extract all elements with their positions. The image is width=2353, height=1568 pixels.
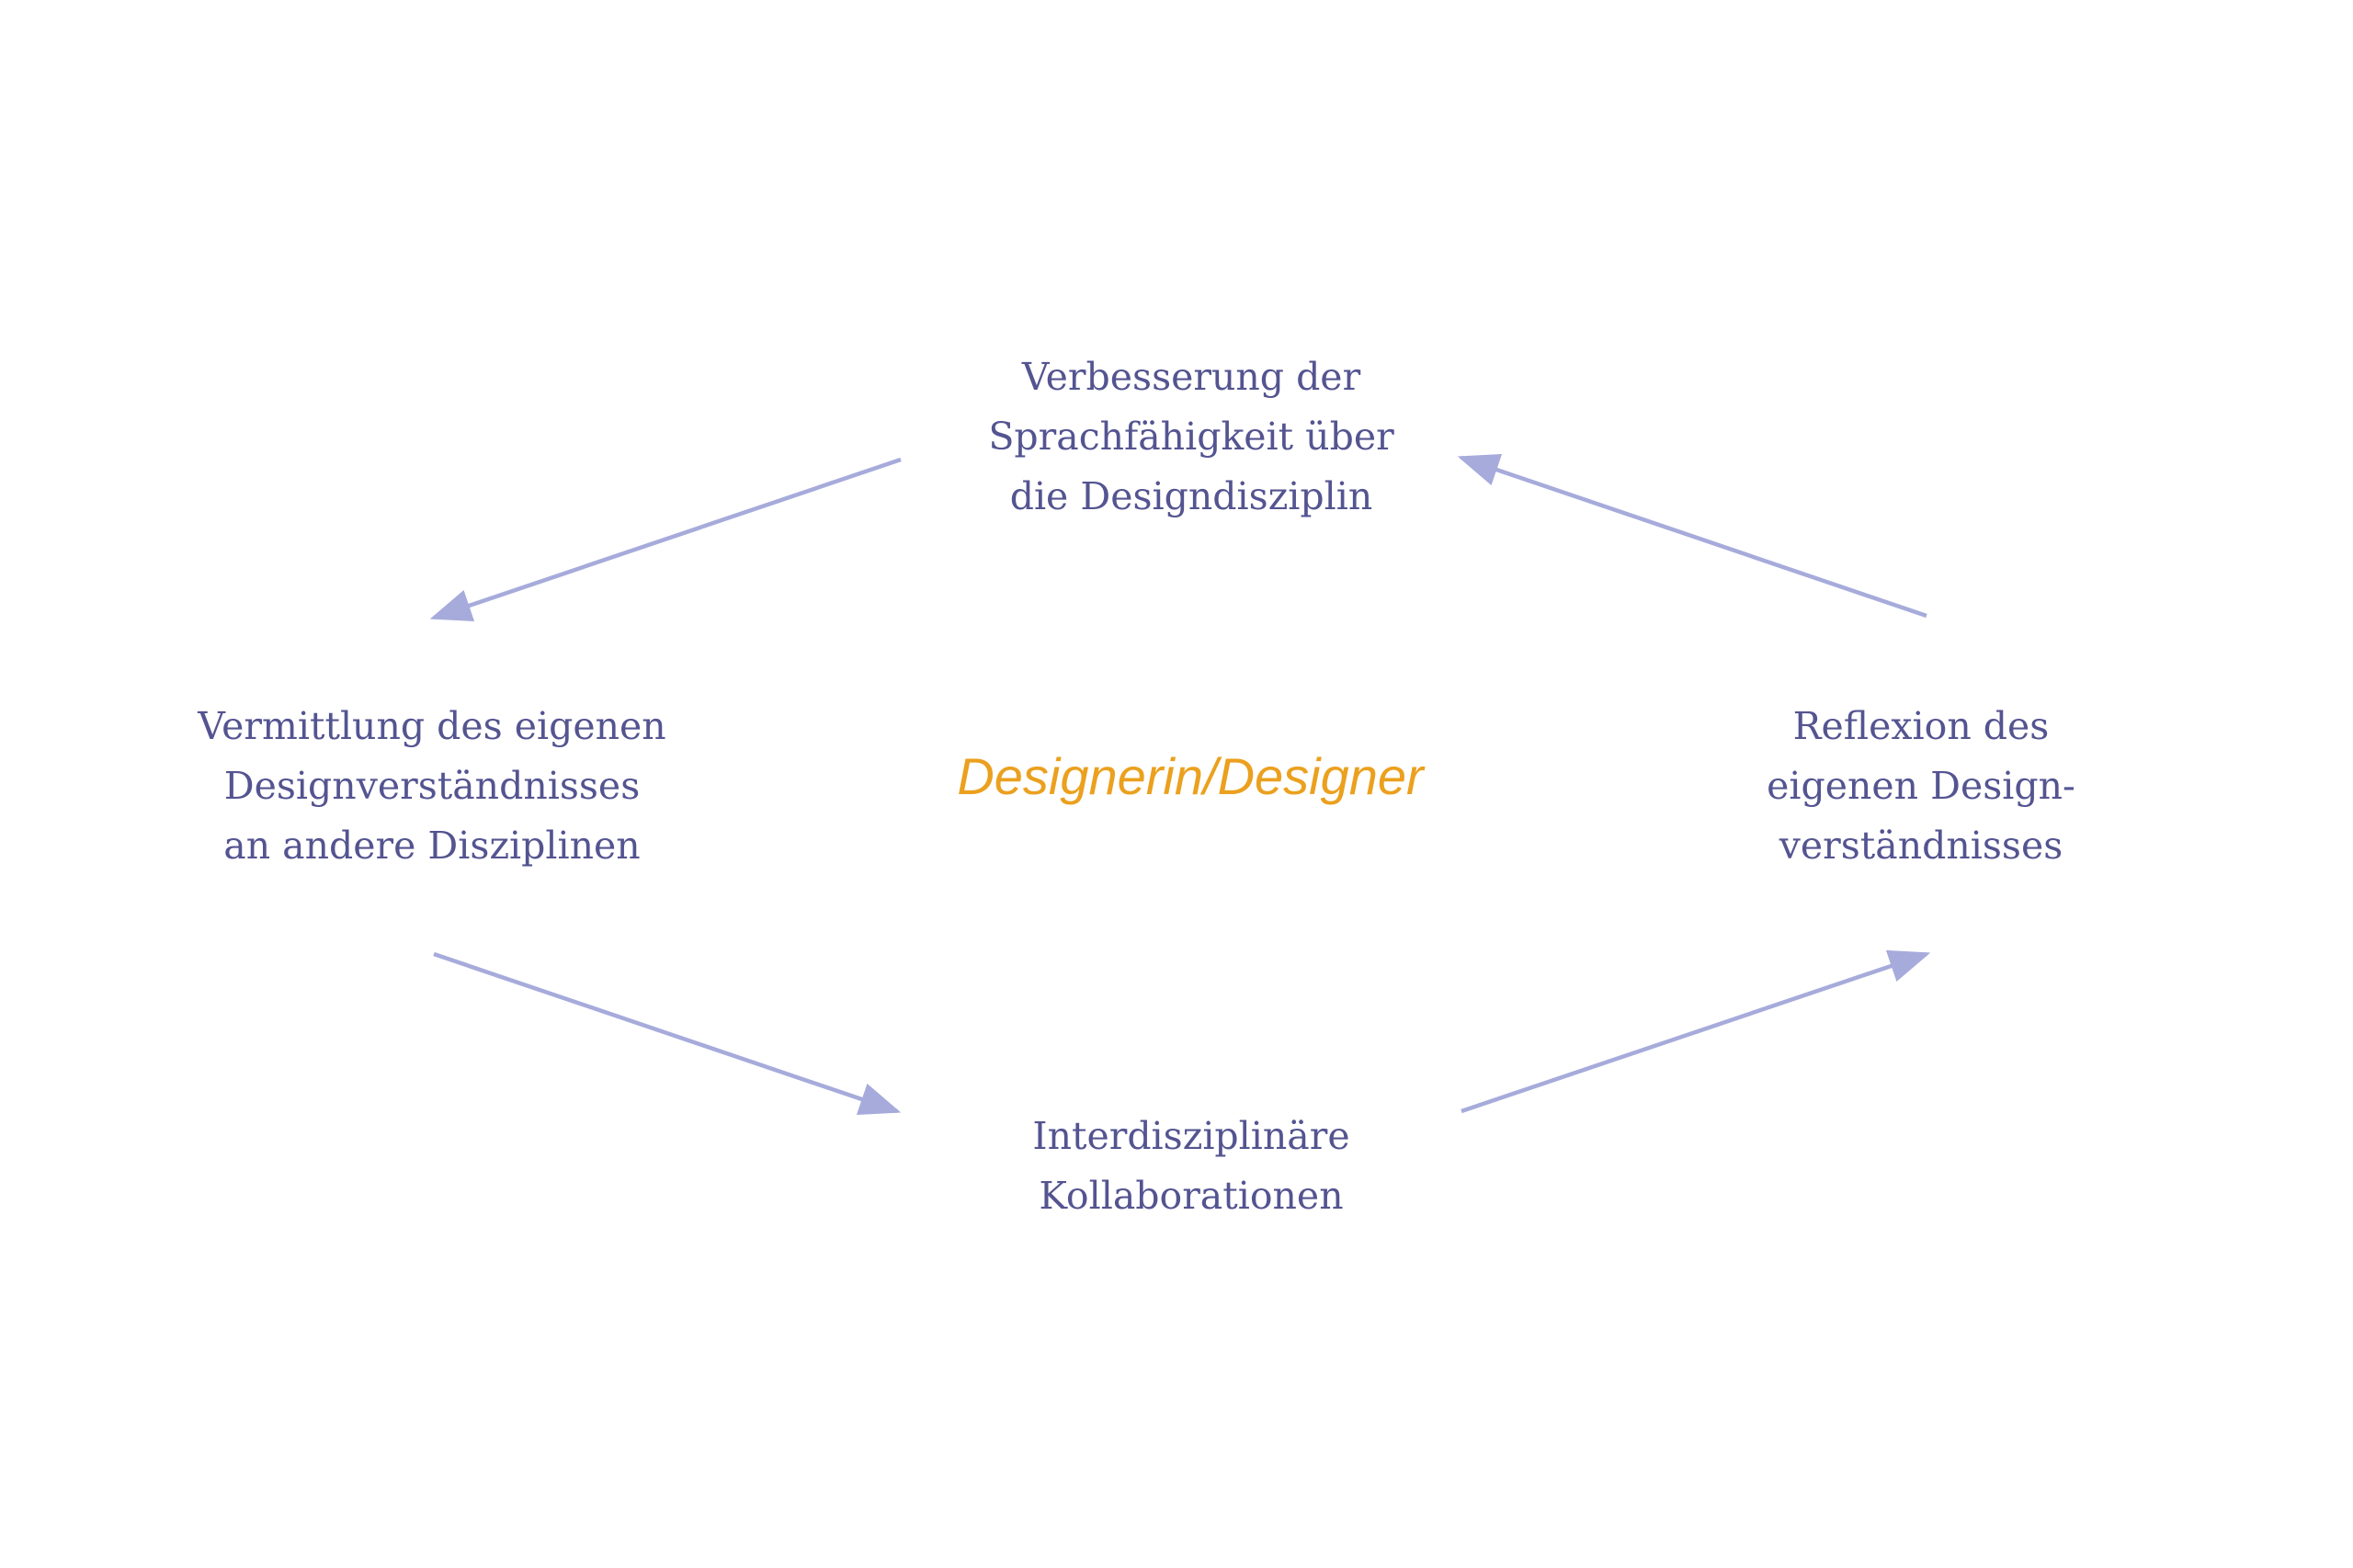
arrow-right-to-top [1457, 453, 1927, 619]
node-right-line-1: Reflexion des [1792, 704, 2050, 748]
arrow-bottom-to-right [1461, 949, 1931, 1114]
node-bottom: Interdisziplinäre Kollaborationen [961, 1107, 1421, 1226]
node-top-line-2: Sprachfähigkeit über [988, 415, 1394, 459]
arrow-left-to-bottom [433, 951, 902, 1116]
node-bottom-line-1: Interdisziplinäre [1032, 1114, 1350, 1158]
node-right: Reflexion des eigenen Design- verständni… [1710, 697, 2132, 876]
node-left-line-1: Vermittlung des eigenen [198, 704, 666, 748]
node-left: Vermittlung des eigenen Designverständni… [175, 697, 689, 876]
node-right-line-2: eigenen Design- [1767, 764, 2075, 808]
node-top-line-1: Verbesserung der [1021, 355, 1361, 399]
node-left-line-3: an andere Disziplinen [223, 824, 641, 868]
node-top: Verbesserung der Sprachfähigkeit über di… [952, 347, 1430, 527]
node-left-line-2: Designverständnisses [223, 764, 641, 808]
center-label: Designerin/Designer [957, 747, 1424, 805]
node-right-line-3: verständnisses [1779, 824, 2063, 868]
node-bottom-line-2: Kollaborationen [1039, 1174, 1344, 1218]
node-top-line-3: die Designdisziplin [1009, 474, 1373, 518]
arrow-top-to-left [429, 457, 902, 622]
